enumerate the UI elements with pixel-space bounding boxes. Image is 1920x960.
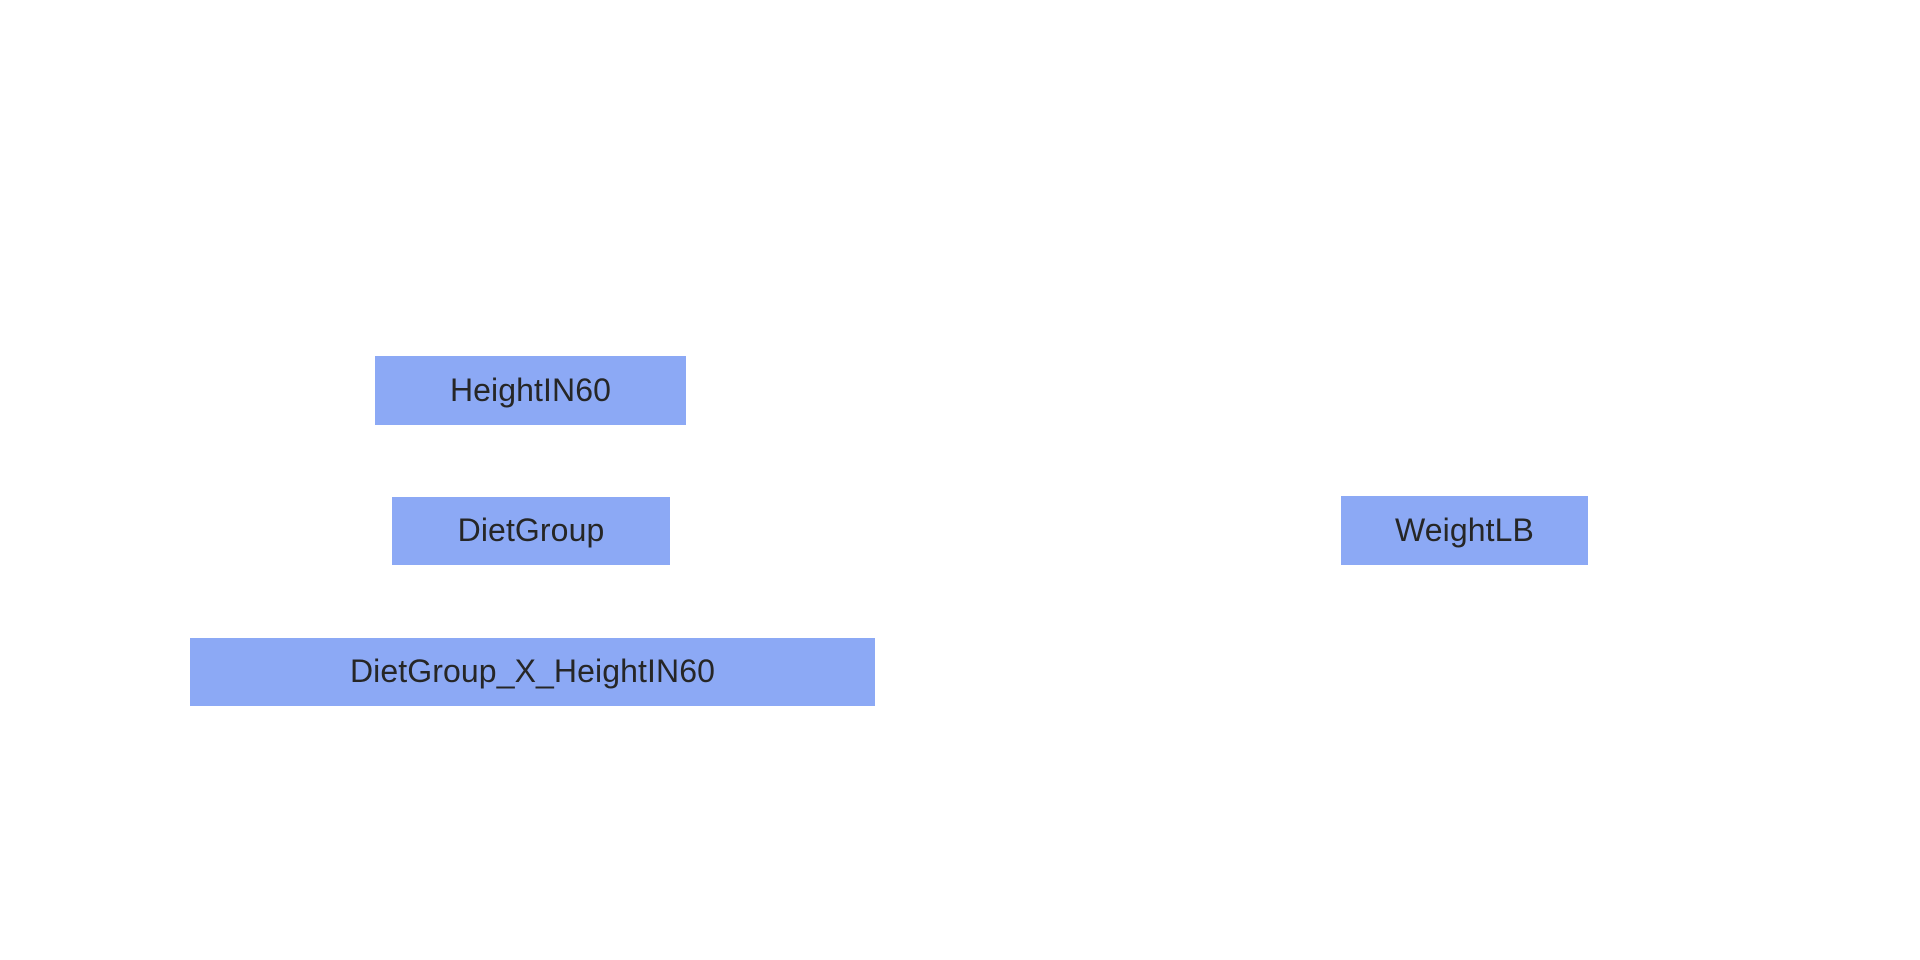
node-weightlb-label: WeightLB [1395, 511, 1534, 548]
node-heightin60[interactable]: HeightIN60 [375, 356, 686, 425]
node-dietgroup[interactable]: DietGroup [392, 497, 670, 565]
node-heightin60-label: HeightIN60 [449, 371, 612, 408]
node-dietgroup-x-heightin60-label: DietGroup_X_HeightIN60 [349, 653, 716, 689]
node-dietgroup-x-heightin60[interactable]: DietGroup_X_HeightIN60 [190, 638, 875, 706]
node-weightlb[interactable]: WeightLB [1341, 496, 1588, 565]
node-dietgroup-label: DietGroup [457, 512, 605, 548]
